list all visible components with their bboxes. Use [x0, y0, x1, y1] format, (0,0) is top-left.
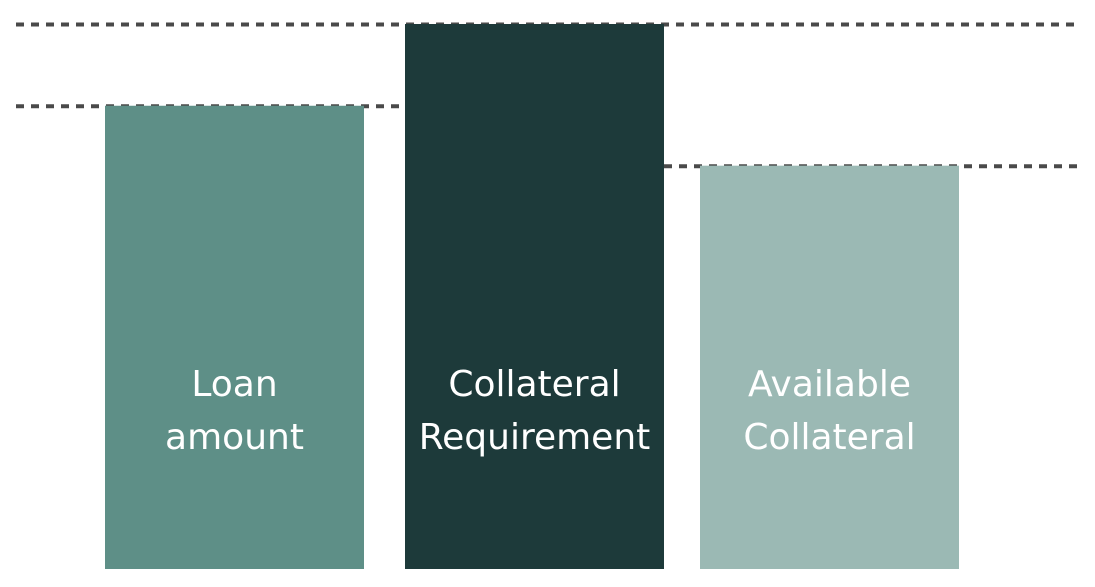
bar-label-line: Collateral: [448, 364, 620, 405]
bars: [105, 24, 959, 569]
bar-loan-amount: [105, 105, 364, 569]
bar-label-line: Collateral: [743, 417, 915, 458]
bar-label-loan-amount: Loan amount: [165, 364, 304, 458]
bar-label-line: Available: [748, 364, 911, 405]
bar-available-collateral: [700, 165, 959, 569]
bar-collateral-requirement: [405, 24, 664, 569]
bar-label-line: Requirement: [419, 417, 651, 458]
bar-label-line: amount: [165, 417, 304, 458]
bar-label-line: Loan: [191, 364, 277, 405]
